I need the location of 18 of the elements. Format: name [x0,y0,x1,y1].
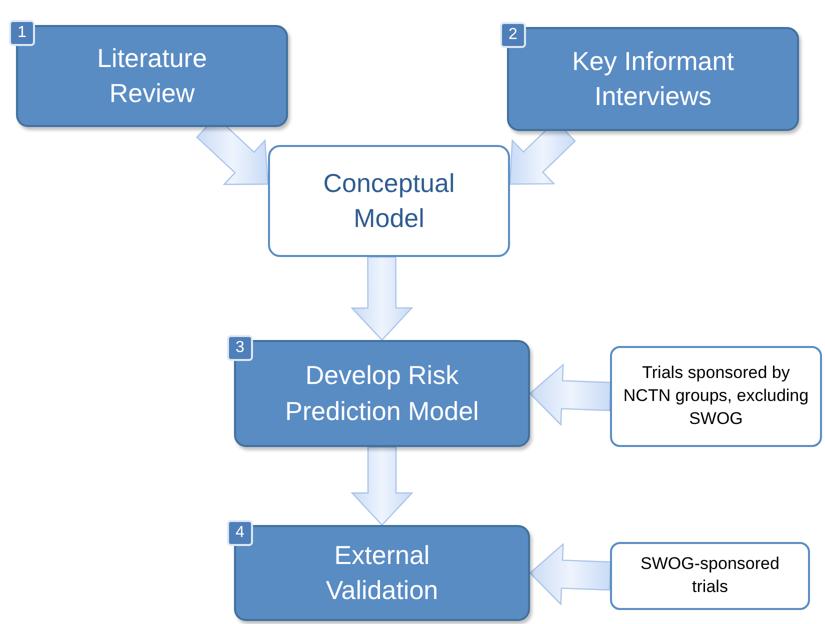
box-text: SWOG-sponsored trials [640,553,780,598]
step-number: 4 [227,520,253,546]
block-arrow [529,363,612,426]
box-text: Conceptual Model [322,166,456,235]
step-number: 3 [227,335,253,361]
block-arrow [350,256,414,341]
block-arrow [529,542,612,606]
box-text: Trials sponsored by NCTN groups, excluding SWOG [622,362,810,430]
data-source-box [610,542,810,610]
process-box [268,145,510,257]
box-text: Develop Risk Prediction Model [284,359,480,428]
block-arrow [350,446,414,526]
box-text: Key Informant Interviews [571,44,735,113]
box-text: External Validation [324,538,440,607]
data-source-box [610,346,822,447]
box-text: Literature Review [96,42,208,110]
step-number: 1 [9,20,35,46]
step-number: 2 [500,22,526,48]
